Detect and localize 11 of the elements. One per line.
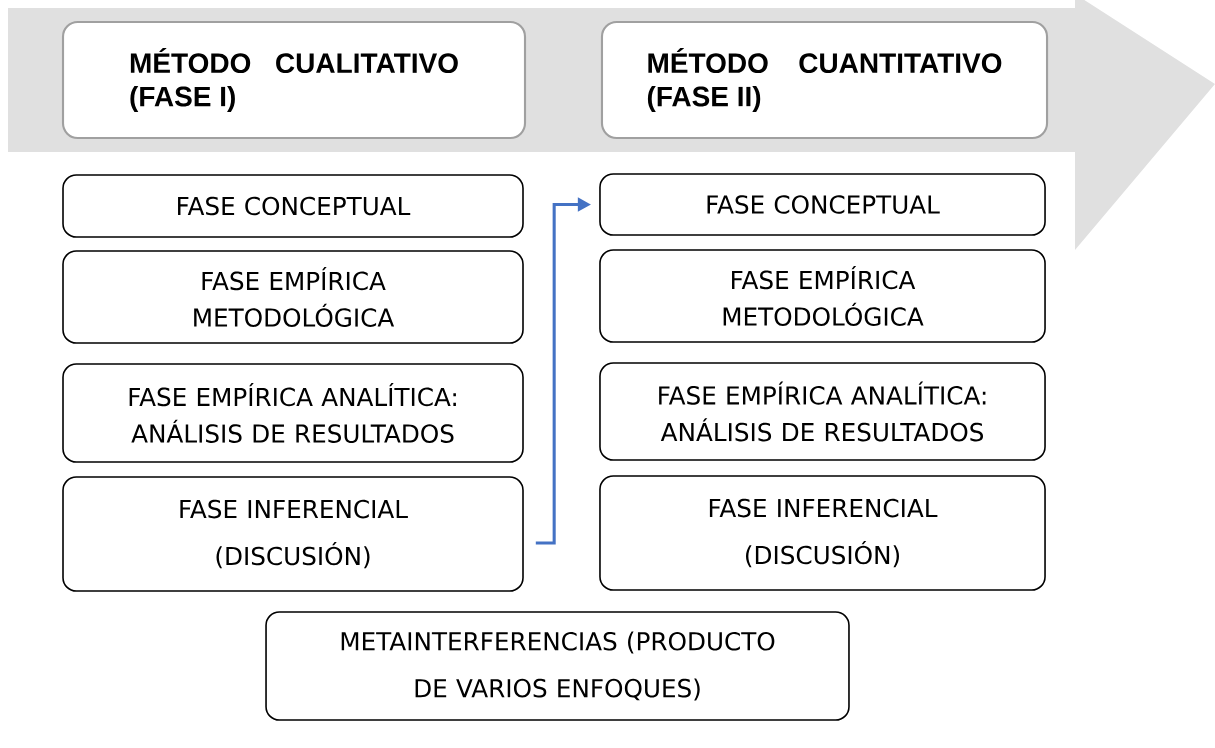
phase-box: FASE EMPÍRICA ANALÍTICA: ANÁLISIS DE RESULTADOS: [62, 363, 524, 463]
method-box: MÉTODO CUANTITATIVO (FASE II): [600, 20, 1049, 140]
phase-box: FASE INFERENCIAL (DISCUSIÓN): [599, 475, 1046, 591]
method-box: MÉTODO CUALITATIVO (FASE I): [61, 20, 527, 140]
phase-box: FASE INFERENCIAL (DISCUSIÓN): [62, 476, 524, 592]
phase-box: FASE EMPÍRICA METODOLÓGICA: [62, 250, 524, 344]
phase-box: METAINTERFERENCIAS (PRODUCTO DE VARIOS ENFOQUES): [265, 611, 850, 721]
phase-box: FASE EMPÍRICA METODOLÓGICA: [599, 249, 1046, 343]
phase-box: FASE CONCEPTUAL: [599, 173, 1046, 236]
phase-box: FASE CONCEPTUAL: [62, 174, 524, 238]
phase-box: FASE EMPÍRICA ANALÍTICA: ANÁLISIS DE RESULTADOS: [599, 362, 1046, 461]
